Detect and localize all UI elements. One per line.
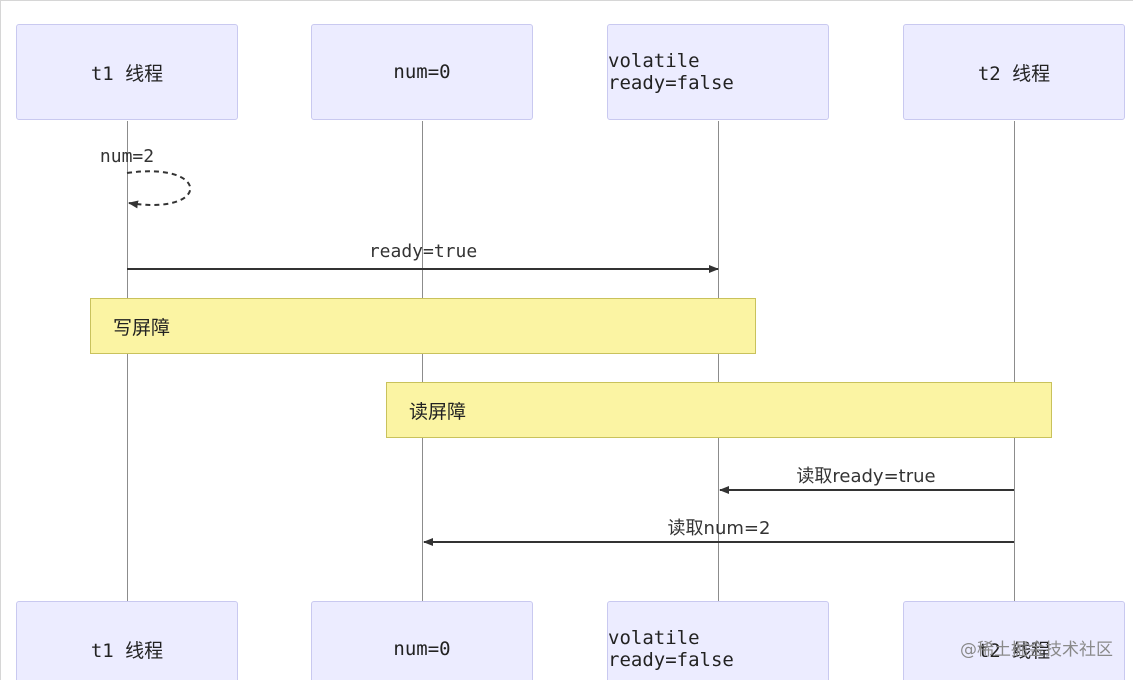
participant-ready-top: volatile ready=false [607,24,829,120]
lifeline-ready [718,121,719,601]
participant-label: num=0 [393,61,451,83]
lifeline-t1 [127,121,128,601]
lifeline-num [422,121,423,601]
message-label-read-num: 读取num=2 [667,518,771,539]
participant-t1-top: t1 线程 [16,24,238,120]
participant-label: volatile ready=false [608,627,734,671]
participant-label: t2 线程 [977,62,1051,85]
participant-label: volatile ready=false [608,50,734,94]
message-label-read-ready: 读取ready=true [796,466,936,487]
participant-label: num=0 [393,638,451,660]
participant-label: t1 线程 [90,62,164,85]
note-label: 写屏障 [113,316,171,339]
participant-t1-bottom: t1 线程 [16,601,238,680]
participant-label: t1 线程 [90,639,164,662]
note-read-barrier: 读屏障 [386,382,1052,438]
watermark-text: @稀土掘金技术社区 [960,640,1113,660]
note-write-barrier: 写屏障 [90,298,756,354]
note-label: 读屏障 [409,400,467,423]
self-message-arrow [126,170,192,209]
participant-num-top: num=0 [311,24,533,120]
message-label-self: num=2 [99,146,155,167]
participant-ready-bottom: volatile ready=false [607,601,829,680]
participant-num-bottom: num=0 [311,601,533,680]
participant-label: t2 线程 [977,639,1051,662]
participant-t2-bottom: t2 线程 [903,601,1125,680]
participant-t2-top: t2 线程 [903,24,1125,120]
lifeline-t2 [1014,121,1015,601]
message-label-ready: ready=true [368,241,478,262]
